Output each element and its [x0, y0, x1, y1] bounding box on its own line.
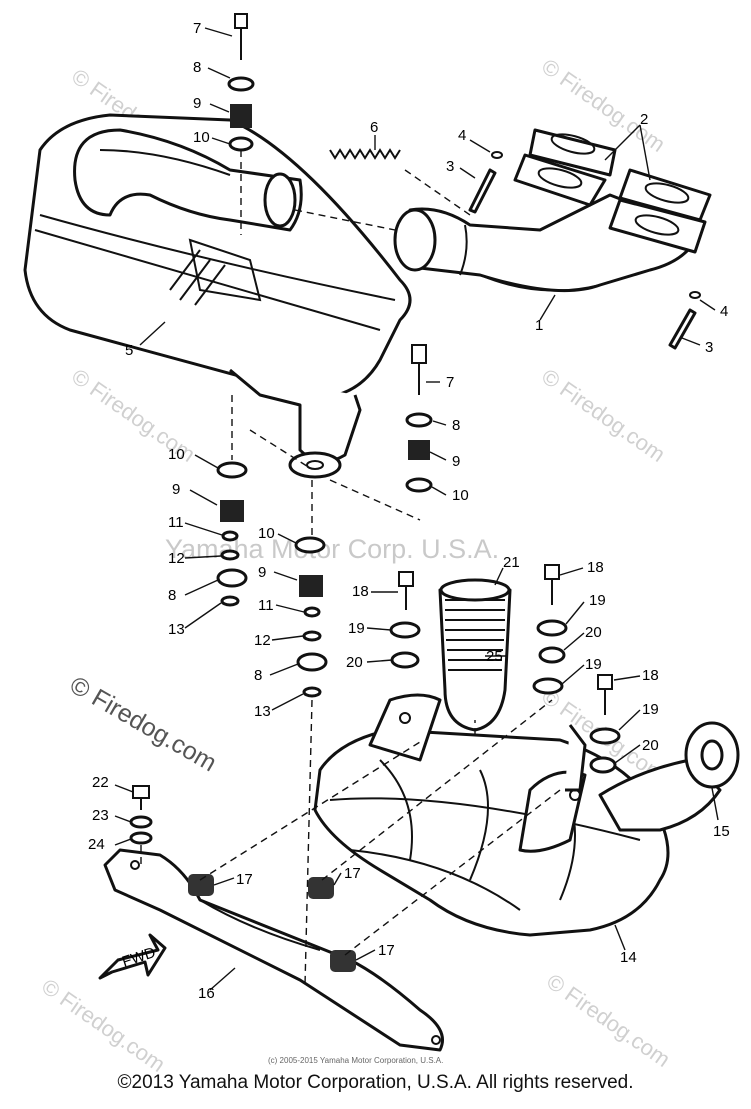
callout-17: 17 — [378, 942, 395, 959]
watermark-text: © Firedog.com — [37, 974, 170, 1077]
callout-3: 3 — [446, 158, 454, 175]
callout-10: 10 — [168, 446, 185, 463]
callout-2: 2 — [640, 111, 648, 128]
callout-17: 17 — [236, 871, 253, 888]
callout-9: 9 — [172, 481, 180, 498]
callout-20: 20 — [585, 624, 602, 641]
callout-19: 19 — [348, 620, 365, 637]
callout-23: 23 — [92, 807, 109, 824]
callout-10: 10 — [258, 525, 275, 542]
callout-5: 5 — [125, 342, 133, 359]
callout-21: 21 — [503, 554, 520, 571]
callout-9: 9 — [258, 564, 266, 581]
callout-3: 3 — [705, 339, 713, 356]
callout-18: 18 — [587, 559, 604, 576]
watermark-corp: Yamaha Motor Corp. U.S.A. — [165, 534, 499, 564]
callout-7: 7 — [446, 374, 454, 391]
callout-13: 13 — [254, 703, 271, 720]
exhaust-pipe — [393, 128, 712, 293]
callout-17: 17 — [344, 865, 361, 882]
callout-6: 6 — [370, 119, 378, 136]
watermark-text: © Firedog.com — [542, 969, 675, 1072]
callout-13: 13 — [168, 621, 185, 638]
callout-10: 10 — [193, 129, 210, 146]
callout-16: 16 — [198, 985, 215, 1002]
callout-20: 20 — [642, 737, 659, 754]
callout-12: 12 — [168, 550, 185, 567]
upper-muffler — [23, 113, 412, 479]
callout-20: 20 — [346, 654, 363, 671]
mounting-bracket — [103, 848, 444, 1052]
callout-11: 11 — [168, 514, 184, 531]
callout-8: 8 — [254, 667, 262, 684]
callout-19: 19 — [642, 701, 659, 718]
watermark-site-large: © Firedog.com — [65, 671, 221, 777]
callout-25: 25 — [486, 648, 503, 665]
hardware — [129, 13, 701, 972]
callout-22: 22 — [92, 774, 109, 791]
callout-15: 15 — [713, 823, 730, 840]
lower-muffler — [313, 578, 722, 937]
callout-9: 9 — [193, 95, 201, 112]
callout-14: 14 — [620, 949, 637, 966]
callout-8: 8 — [168, 587, 176, 604]
callout-18: 18 — [642, 667, 659, 684]
gasket — [684, 721, 740, 789]
callout-7: 7 — [193, 20, 201, 37]
callout-19: 19 — [585, 656, 602, 673]
watermark-text: © Firedog.com — [537, 364, 670, 467]
callout-12: 12 — [254, 632, 271, 649]
callout-1: 1 — [535, 317, 543, 334]
callout-18: 18 — [352, 583, 369, 600]
callout-11: 11 — [258, 597, 274, 614]
callout-24: 24 — [88, 836, 105, 853]
leader-lines — [114, 27, 719, 991]
callout-4: 4 — [720, 303, 728, 320]
callout-layer: 7 8 9 10 6 4 3 2 1 4 3 5 7 8 9 10 10 9 1… — [88, 20, 730, 1002]
callout-8: 8 — [452, 417, 460, 434]
callout-10: 10 — [452, 487, 469, 504]
small-copyright: (c) 2005-2015 Yamaha Motor Corporation, … — [268, 1056, 443, 1065]
footer-copyright: ©2013 Yamaha Motor Corporation, U.S.A. A… — [117, 1072, 634, 1093]
callout-19: 19 — [589, 592, 606, 609]
callout-9: 9 — [452, 453, 460, 470]
callout-4: 4 — [458, 127, 466, 144]
callout-8: 8 — [193, 59, 201, 76]
forward-arrow: FWD — [98, 933, 167, 980]
